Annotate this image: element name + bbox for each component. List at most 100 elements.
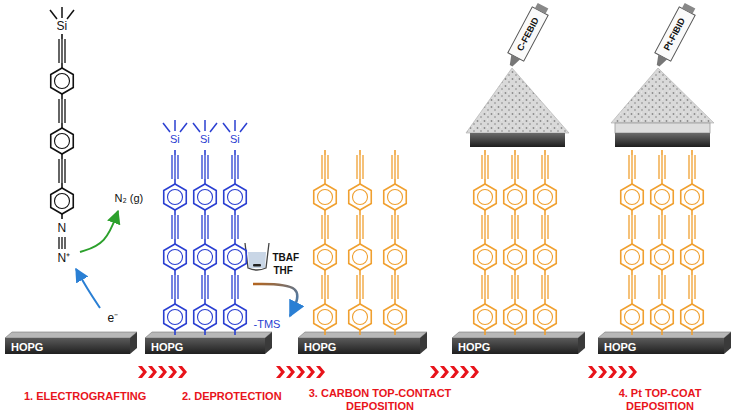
benzene-ring: [474, 304, 497, 330]
syringe: [650, 2, 698, 70]
aromatic-circle: [685, 190, 700, 205]
triple-bond: [658, 155, 659, 179]
triple-bond: [204, 155, 205, 179]
benzene-ring: [474, 244, 497, 270]
triple-bond: [177, 215, 178, 239]
aromatic-circle: [198, 310, 213, 325]
aromatic-circle: [198, 250, 213, 265]
molecules: [50, 7, 703, 335]
triple-bond: [688, 215, 689, 239]
chevron: [316, 366, 325, 378]
slab-side-face: [265, 332, 272, 354]
single-bond: [174, 179, 176, 184]
syringe-body: [655, 7, 695, 61]
triple-bond: [237, 275, 238, 299]
triple-bond: [544, 155, 545, 179]
aromatic-circle: [168, 190, 183, 205]
benzene-ring: [534, 244, 557, 270]
chevron: [286, 366, 295, 378]
triple-bond: [661, 215, 662, 239]
triple-bond: [541, 155, 542, 179]
single-bond: [359, 179, 361, 184]
triple-bond: [487, 275, 488, 299]
syringe-plunger: [535, 3, 548, 14]
single-bond: [691, 239, 693, 244]
benzene-ring: [164, 244, 187, 270]
single-bond: [484, 179, 486, 184]
gas-label: N₂ (g): [115, 192, 144, 205]
single-bond: [631, 239, 633, 244]
carbon-top-contact: [470, 133, 565, 147]
benzene-ring: [384, 304, 407, 330]
deposit-assembly: [611, 2, 714, 147]
triple-bond: [237, 155, 238, 179]
triple-bond: [694, 155, 695, 179]
slab-top-faces: [5, 332, 731, 354]
triple-bond: [658, 275, 659, 299]
single-bond: [234, 239, 236, 244]
single-bond: [204, 179, 206, 184]
triple-bond: [694, 215, 695, 239]
aromatic-circle: [508, 190, 523, 205]
aromatic-circle: [655, 310, 670, 325]
methyl-bond: [210, 123, 217, 132]
triple-bond: [201, 155, 202, 179]
stir-bar: [253, 264, 261, 267]
triple-bond: [61, 99, 62, 123]
aromatic-circle: [318, 310, 333, 325]
triple-bond: [631, 155, 632, 179]
single-bond: [514, 150, 516, 155]
triple-bond: [64, 39, 65, 63]
single-bond: [204, 239, 206, 244]
atom-label: N: [58, 221, 67, 235]
aromatic-circle: [655, 250, 670, 265]
atom-label: Si: [57, 19, 68, 33]
aromatic-circle: [318, 190, 333, 205]
triple-bond: [58, 99, 59, 123]
hopg-substrate: HOPG: [452, 338, 578, 354]
substrate-label: HOPG: [151, 341, 183, 353]
chevron: [440, 366, 449, 378]
triple-bond: [391, 215, 392, 239]
nn-triple-bond: [61, 237, 62, 249]
deprotection-arrow: [253, 284, 297, 316]
triple-bond: [517, 215, 518, 239]
single-bond: [484, 150, 486, 155]
single-bond: [544, 239, 546, 244]
benzene-ring: [224, 304, 247, 330]
aromatic-circle: [655, 190, 670, 205]
aromatic-circle: [55, 74, 70, 89]
triple-bond: [58, 159, 59, 183]
triple-bond: [359, 275, 360, 299]
triple-bond: [487, 155, 488, 179]
triple-bond: [327, 275, 328, 299]
triple-bond: [544, 215, 545, 239]
chevron: [178, 366, 187, 378]
triple-bond: [204, 215, 205, 239]
single-bond: [174, 239, 176, 244]
triple-bond: [511, 275, 512, 299]
aromatic-circle: [318, 250, 333, 265]
triple-bond: [324, 275, 325, 299]
single-bond: [661, 150, 663, 155]
triple-bond: [356, 215, 357, 239]
electron-arrow: [76, 269, 100, 308]
single-bond: [544, 179, 546, 184]
methyl-bond: [223, 123, 230, 132]
aromatic-circle: [168, 250, 183, 265]
triple-bond: [321, 275, 322, 299]
single-bond: [691, 150, 693, 155]
single-bond: [61, 214, 63, 219]
triple-bond: [171, 155, 172, 179]
triple-bond: [171, 215, 172, 239]
benzene-ring: [349, 184, 372, 210]
triple-bond: [321, 215, 322, 239]
substrate-label: HOPG: [304, 341, 336, 353]
benzene-ring: [534, 304, 557, 330]
triple-bond: [517, 155, 518, 179]
triple-bond: [481, 155, 482, 179]
methyl-bond: [163, 123, 170, 132]
aromatic-circle: [508, 250, 523, 265]
triple-bond: [691, 275, 692, 299]
